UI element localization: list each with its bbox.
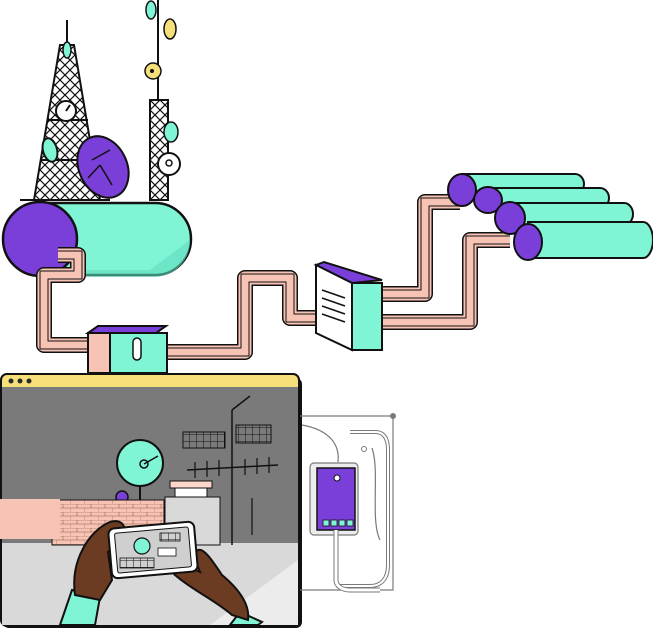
tv-antenna-icon (182, 395, 279, 545)
hands-icon (58, 520, 264, 626)
server-cylinder-icon (494, 201, 634, 235)
window-controls (8, 378, 32, 384)
cable-bundle-right (380, 194, 510, 330)
wall-panel-icon (300, 413, 396, 593)
junction-box-icon (84, 325, 170, 374)
cable-bundle-middle (160, 270, 320, 360)
cable-bundle-left (36, 247, 100, 353)
satellite-dish-icon (115, 439, 164, 504)
smartphone-icon (107, 520, 199, 580)
cable-into-window (0, 499, 60, 539)
server-cylinder-icon (1, 200, 193, 278)
server-cylinder-icon (513, 221, 653, 261)
server-cylinders-right (447, 173, 653, 261)
router-box-icon (313, 260, 383, 352)
cell-tower-icon (144, 0, 181, 201)
satellite-dish-icon (76, 135, 130, 199)
